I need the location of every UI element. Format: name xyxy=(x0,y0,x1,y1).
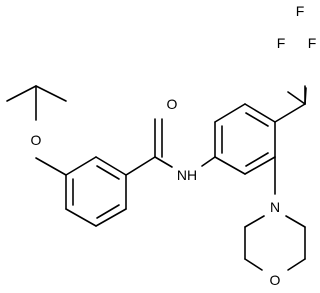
carbonyl-oxygen-label: O xyxy=(167,96,178,112)
morpholine-oxygen-label: O xyxy=(270,272,281,288)
amide-nitrogen-label: NH xyxy=(177,167,197,183)
morpholine-nitrogen-label: N xyxy=(270,199,280,215)
ether-oxygen-label: O xyxy=(31,132,42,148)
fluorine-label-1: F xyxy=(277,35,286,51)
fluorine-label-2: F xyxy=(296,3,305,19)
atom-labels: O O NH N O F F F xyxy=(31,3,317,288)
bond-lines xyxy=(6,85,307,271)
fluorine-label-3: F xyxy=(308,35,317,51)
